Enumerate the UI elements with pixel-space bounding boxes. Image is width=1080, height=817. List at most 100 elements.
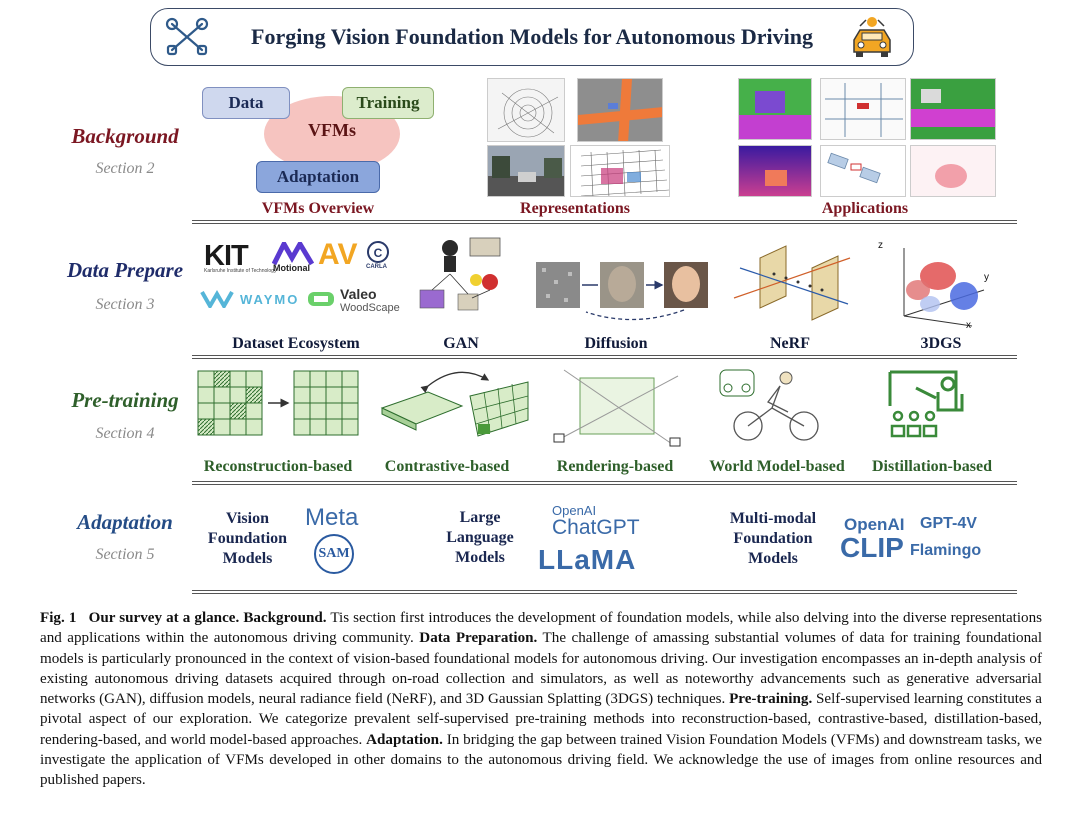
multimodal-foundation-models-label: Multi-modal Foundation Models xyxy=(720,509,826,569)
flamingo-logo: Flamingo xyxy=(910,542,982,559)
section-number-adaptation: Section 5 xyxy=(95,546,155,563)
caption-lead: Our survey at a glance. xyxy=(88,610,240,626)
llm-label-line-2: Language xyxy=(446,529,514,546)
gpt4v-logo: GPT-4V xyxy=(920,515,977,532)
meta-logo: Meta xyxy=(305,504,359,531)
lidar-image xyxy=(487,78,565,142)
svg-text:C: C xyxy=(374,246,383,260)
contrastive-diagram xyxy=(380,371,529,437)
motional-logo: Motional xyxy=(273,263,310,273)
carla-logo: CARLA xyxy=(366,264,387,270)
vfm-label-line-2: Foundation xyxy=(207,530,288,547)
axis-x-label: x xyxy=(966,320,971,331)
woodscape-logo: WoodScape xyxy=(340,302,400,314)
openai-logo-llm: OpenAI xyxy=(552,503,597,518)
caption-world-model: World Model-based xyxy=(709,458,845,475)
adaptation-box: Adaptation xyxy=(256,161,380,193)
caption-data-prep-head: Data Preparation. xyxy=(419,630,538,647)
caption-nerf: NeRF xyxy=(770,335,810,352)
reconstruction-diagram xyxy=(197,370,359,436)
kit-logo: KIT xyxy=(204,240,249,272)
data-box: Data xyxy=(202,87,290,119)
caption-3dgs: 3DGS xyxy=(920,335,962,352)
waymo-logo: WAYMO xyxy=(240,292,300,307)
occupancy-grid-image xyxy=(570,145,670,197)
woodscape-icon xyxy=(308,292,334,306)
caption-dataset-ecosystem: Dataset Ecosystem xyxy=(232,335,360,352)
caption-distillation: Distillation-based xyxy=(871,458,992,475)
gan-diagram xyxy=(419,237,501,311)
carla-icon: C xyxy=(367,241,389,263)
sam-logo: SAM xyxy=(314,534,354,574)
section-name-background: Background xyxy=(71,124,179,148)
av-logo: AV xyxy=(318,238,358,271)
vfms-label: VFMs xyxy=(308,120,356,140)
diffusion-diagram xyxy=(536,262,708,321)
3dgs-diagram xyxy=(903,248,985,327)
caption-background-head: Background. xyxy=(243,610,327,626)
caption-rendering: Rendering-based xyxy=(556,458,674,475)
mm-label-line-3: Models xyxy=(748,550,798,567)
bev-map-image xyxy=(577,78,663,142)
tools-icon xyxy=(165,17,209,56)
divider-4 xyxy=(192,590,1017,594)
caption-pretraining-head: Pre-training. xyxy=(729,691,813,708)
tracking-image xyxy=(820,145,906,197)
caption-pretraining-text: Self-supervised learning constitutes a p… xyxy=(40,691,1042,748)
vfm-label-line-1: Vision xyxy=(226,510,269,527)
caption-data-prep-text: The challenge of amassing substantial vo… xyxy=(40,630,1043,708)
waymo-icon xyxy=(200,290,234,308)
training-box: Training xyxy=(342,87,434,119)
section-name-adaptation: Adaptation xyxy=(77,510,173,534)
map-image xyxy=(820,78,906,140)
vision-foundation-models-label: Vision Foundation Models xyxy=(200,509,295,569)
vfm-label-line-3: Models xyxy=(222,550,273,567)
motional-icon xyxy=(272,242,314,266)
section-name-data-prepare: Data Prepare xyxy=(66,258,184,282)
caption-vfms-overview: VFMs Overview xyxy=(261,200,375,217)
segmentation-image xyxy=(738,78,812,140)
occupancy-prediction-image xyxy=(910,145,996,197)
rendering-diagram xyxy=(553,369,681,447)
divider-3 xyxy=(192,481,1017,485)
kit-subtitle: Karlsruhe Institute of Technology xyxy=(204,268,277,274)
valeo-logo: Valeo xyxy=(340,286,377,302)
llm-label-line-1: Large xyxy=(459,509,501,526)
axis-y-label: y xyxy=(984,272,989,283)
large-language-models-label: Large Language Models xyxy=(440,508,520,568)
section-name-pretraining: Pre-training xyxy=(71,388,179,412)
sam-text: SAM xyxy=(318,546,350,561)
caption-gan: GAN xyxy=(443,335,479,352)
caption-adaptation-text: In bridging the gap between trained Visi… xyxy=(40,731,1042,789)
llama-logo: LLaMA xyxy=(538,544,637,575)
section-number-background: Section 2 xyxy=(95,160,155,177)
section-number-pretraining: Section 4 xyxy=(95,425,155,442)
mm-label-line-2: Foundation xyxy=(733,530,813,547)
caption-background-text: Tis section first introduces the develop… xyxy=(40,610,1042,647)
divider-2 xyxy=(192,355,1017,359)
clip-logo: CLIP xyxy=(840,532,904,563)
chatgpt-logo: ChatGPT xyxy=(552,516,640,539)
divider-1 xyxy=(192,220,1017,224)
distillation-icon xyxy=(888,370,964,438)
autonomous-car-icon xyxy=(853,17,891,57)
camera-image xyxy=(487,145,565,197)
caption-representations: Representations xyxy=(520,200,630,217)
caption-diffusion: Diffusion xyxy=(584,335,648,352)
openai-logo-mm: OpenAI xyxy=(844,515,905,534)
figure-caption: Fig. 1 Our survey at a glance. Backgroun… xyxy=(40,608,1042,791)
world-model-diagram xyxy=(719,369,819,441)
mm-label-line-1: Multi-modal xyxy=(729,510,817,527)
axis-z-label: z xyxy=(878,240,883,251)
section-number-data-prepare: Section 3 xyxy=(95,296,155,313)
caption-adaptation-head: Adaptation. xyxy=(366,731,443,748)
title-banner: Forging Vision Foundation Models for Aut… xyxy=(150,8,914,66)
caption-fig-label: Fig. 1 xyxy=(40,610,77,626)
semantic-scene-image xyxy=(910,78,996,140)
nerf-diagram xyxy=(733,245,851,321)
llm-label-line-3: Models xyxy=(455,549,505,566)
caption-contrastive: Contrastive-based xyxy=(384,458,510,475)
figure-title: Forging Vision Foundation Models for Aut… xyxy=(251,24,813,49)
caption-applications: Applications xyxy=(821,200,909,217)
depth-image xyxy=(738,145,812,197)
